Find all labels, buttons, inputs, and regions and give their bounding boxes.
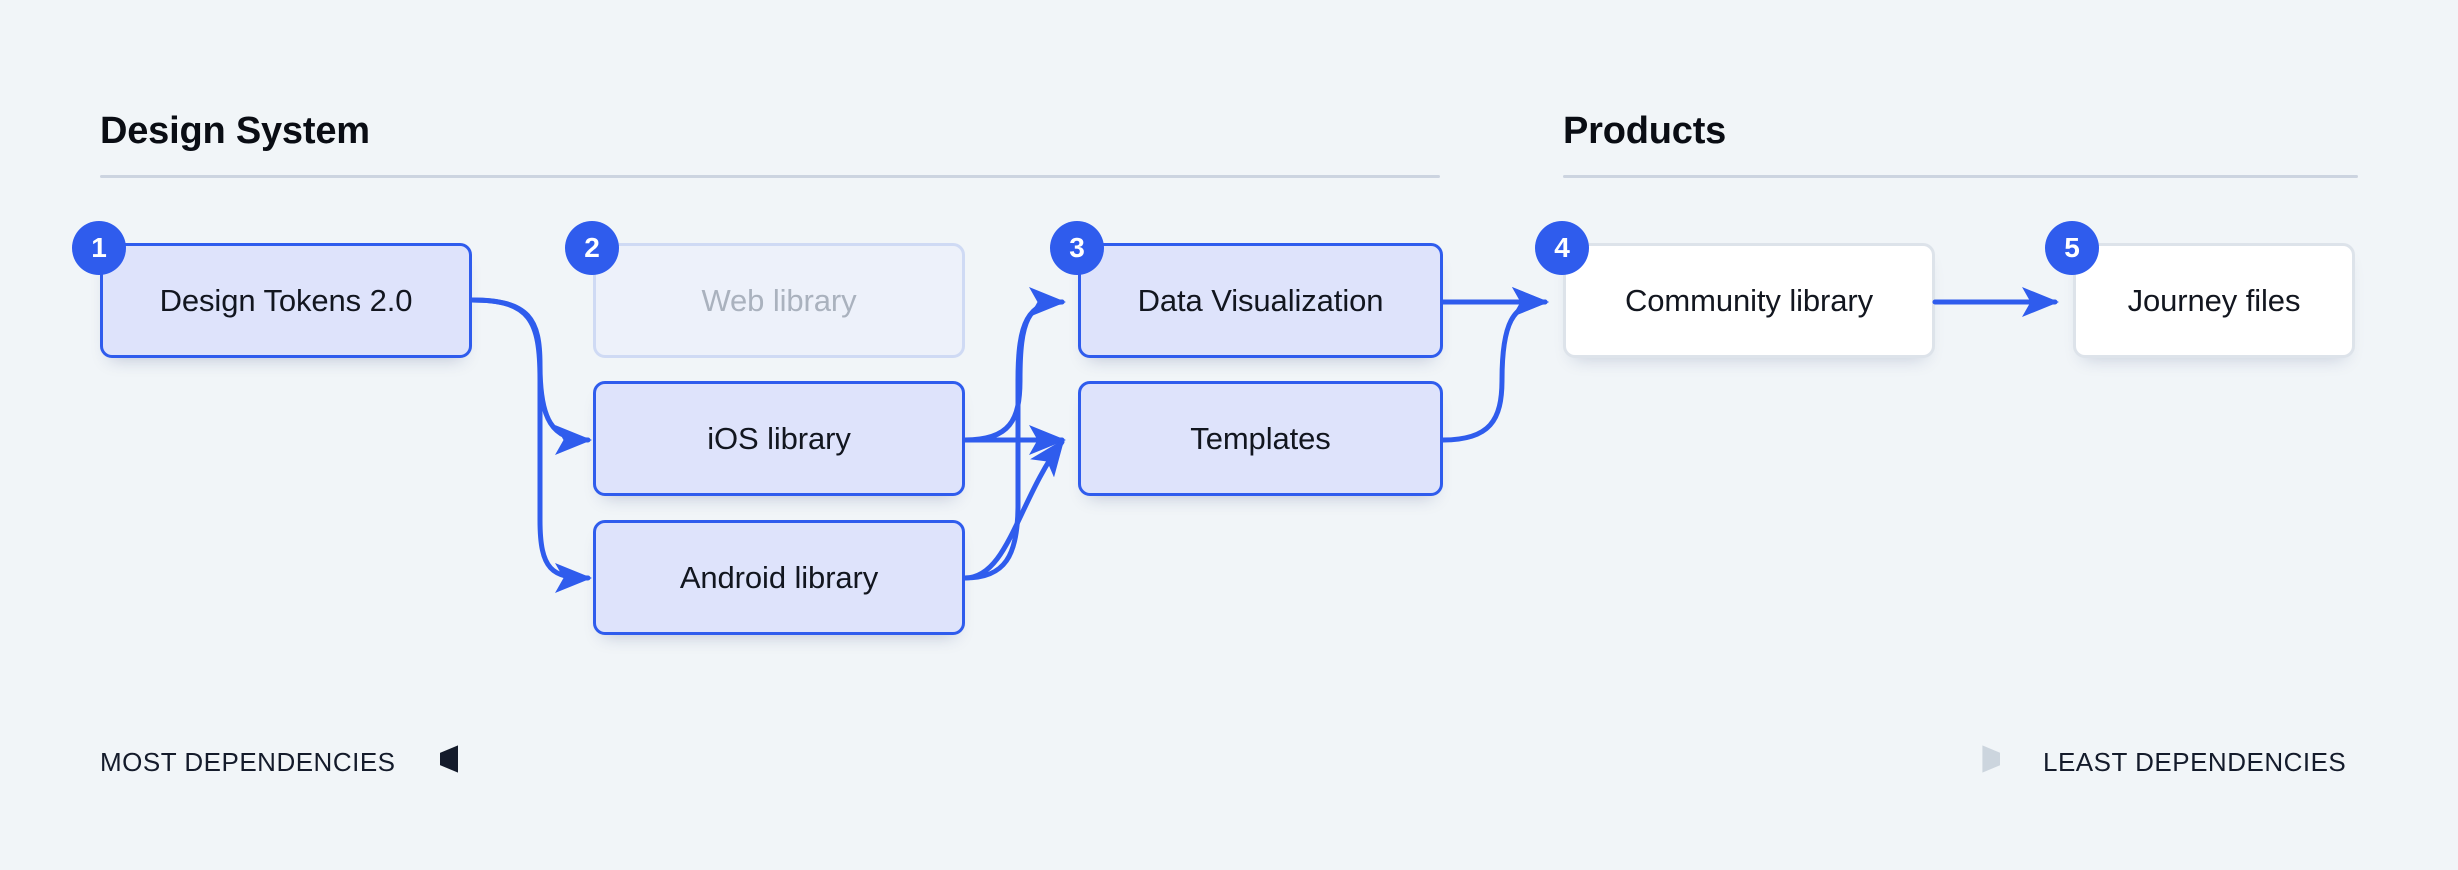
node-badge-3: 3 — [1050, 221, 1104, 275]
legend-label-least-dependencies: LEAST DEPENDENCIES — [2043, 747, 2347, 777]
section-title-design-system: Design System — [100, 110, 370, 152]
node-journey-files[interactable]: Journey files — [2073, 243, 2355, 358]
node-label: Journey files — [2127, 282, 2301, 318]
section-rule-design-system — [100, 175, 1440, 178]
node-label: Web library — [701, 282, 857, 318]
node-design-tokens[interactable]: Design Tokens 2.0 — [100, 243, 472, 358]
edge-tokens-to-android — [469, 297, 593, 593]
node-label: Community library — [1624, 282, 1874, 318]
node-android-library[interactable]: Android library — [593, 520, 965, 635]
edge-tokens-to-ios — [469, 297, 592, 455]
section-rule-products — [1563, 175, 2358, 178]
node-web-library[interactable]: Web library — [593, 243, 965, 358]
edge-android-to-templates — [962, 438, 1065, 581]
legend-label-most-dependencies: MOST DEPENDENCIES — [100, 747, 396, 777]
node-badge-4: 4 — [1535, 221, 1589, 275]
node-label: Design Tokens 2.0 — [159, 282, 413, 318]
node-label: Android library — [679, 559, 879, 595]
node-label: Templates — [1190, 420, 1331, 456]
node-label: Data Visualization — [1137, 282, 1384, 318]
edge-templates-to-community — [1440, 287, 1549, 443]
edge-ios-to-dataviz — [962, 287, 1066, 443]
node-badge-5: 5 — [2045, 221, 2099, 275]
section-title-products: Products — [1563, 110, 1727, 152]
node-label: iOS library — [707, 420, 851, 456]
edge-android-to-dataviz — [962, 299, 1065, 581]
node-ios-library[interactable]: iOS library — [593, 381, 965, 496]
node-data-visualization[interactable]: Data Visualization — [1078, 243, 1443, 358]
node-community-library[interactable]: Community library — [1563, 243, 1935, 358]
dependency-axis-arrow — [440, 745, 2000, 773]
node-badge-1: 1 — [72, 221, 126, 275]
node-templates[interactable]: Templates — [1078, 381, 1443, 496]
node-badge-2: 2 — [565, 221, 619, 275]
